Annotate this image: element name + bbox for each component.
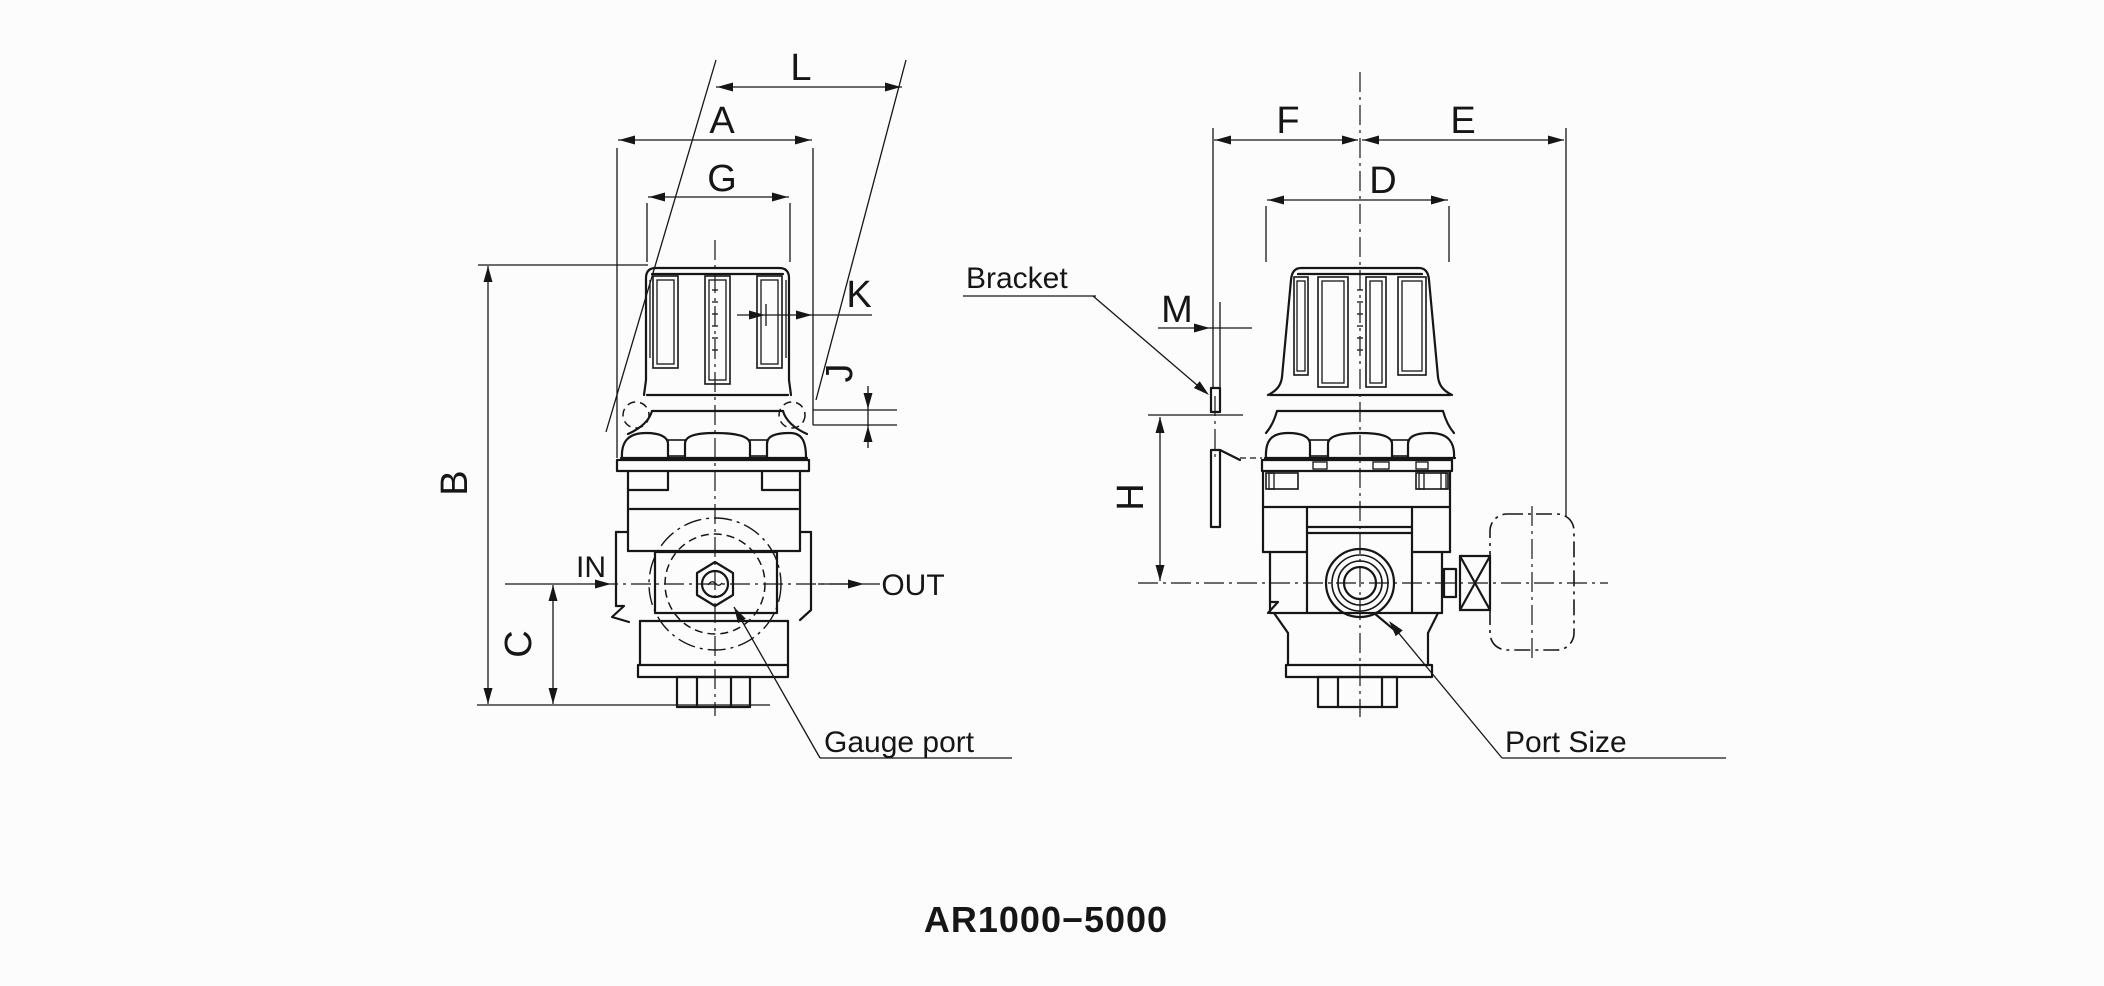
- front-bonnet-plate: [615, 458, 811, 473]
- side-bottom-plug: [1316, 675, 1399, 709]
- bracket-callout: Bracket: [963, 262, 1209, 395]
- side-bonnet-plate: [1260, 458, 1454, 473]
- front-port-boss: [653, 550, 779, 615]
- port-size-label: Port Size: [1505, 726, 1627, 759]
- gauge-port-feature: [648, 517, 782, 651]
- side-bonnet: [1260, 393, 1457, 473]
- panel-nut-lobe-left: [622, 401, 650, 429]
- dim-B: B: [434, 264, 770, 706]
- dim-label-H: H: [1110, 483, 1152, 510]
- dim-label-L: L: [790, 47, 811, 89]
- gauge-port-callout: Gauge port: [733, 606, 1012, 759]
- dim-label-K: K: [846, 274, 871, 316]
- bracket-label: Bracket: [966, 262, 1068, 295]
- side-body-bottom: [1272, 611, 1440, 709]
- side-knob-markings: [1357, 289, 1363, 351]
- dim-D: D: [1265, 160, 1450, 262]
- out-label: OUT: [881, 569, 944, 602]
- pressure-gauge-phantom: [1442, 513, 1575, 651]
- port-thread-hole: [1342, 565, 1378, 601]
- dim-label-D: D: [1369, 160, 1396, 202]
- dim-label-B: B: [434, 470, 476, 495]
- dim-K: K: [737, 274, 872, 326]
- panel-nut-lobe-right: [778, 401, 806, 429]
- front-body: [610, 469, 813, 709]
- side-body: [1261, 469, 1452, 709]
- side-view: F E D M H: [963, 72, 1726, 759]
- side-knob-grooves: [1293, 276, 1427, 388]
- gauge-connector: [1442, 567, 1458, 599]
- front-locknut: [619, 431, 809, 460]
- dim-label-J: J: [819, 364, 861, 383]
- side-locknut: [1263, 431, 1457, 460]
- port-size-callout: Port Size: [1389, 621, 1726, 759]
- gauge-port-hole: [700, 569, 730, 599]
- front-leader-diagonals: [605, 59, 907, 433]
- front-view: L A G K: [434, 47, 1012, 759]
- dim-F: F: [1212, 100, 1358, 388]
- dim-M: M: [1158, 289, 1252, 388]
- dim-label-C: C: [498, 630, 540, 657]
- dim-C: C: [498, 585, 558, 704]
- front-knob-grooves: [649, 275, 787, 385]
- dim-G: G: [646, 158, 791, 262]
- dim-L: L: [716, 47, 902, 92]
- front-outlet-flange: [798, 530, 813, 622]
- gauge-port-label: Gauge port: [824, 726, 975, 759]
- front-bottom-plug: [675, 675, 752, 709]
- flow-labels: IN OUT: [505, 551, 945, 602]
- in-label: IN: [576, 551, 606, 584]
- dim-label-M: M: [1161, 289, 1193, 331]
- dim-label-G: G: [707, 158, 737, 200]
- dim-label-E: E: [1450, 100, 1475, 142]
- side-port: [1324, 547, 1396, 619]
- front-knob: [642, 266, 793, 397]
- gauge-body-outline: [1489, 513, 1575, 651]
- dim-J: J: [813, 364, 897, 448]
- bracket-plate: [1209, 386, 1262, 529]
- dim-E: E: [1362, 100, 1567, 516]
- dim-label-A: A: [709, 100, 735, 142]
- drawing-title: AR1000−5000: [924, 899, 1168, 940]
- dim-A: A: [616, 100, 814, 458]
- dim-H: H: [1110, 414, 1243, 581]
- front-inlet-flange: [610, 530, 631, 624]
- front-knob-markings: [712, 289, 718, 351]
- front-body-bottom: [636, 619, 790, 709]
- front-bonnet: [615, 393, 811, 473]
- gauge-port-hex: [695, 560, 735, 608]
- side-knob: [1266, 266, 1454, 397]
- dim-label-F: F: [1276, 100, 1299, 142]
